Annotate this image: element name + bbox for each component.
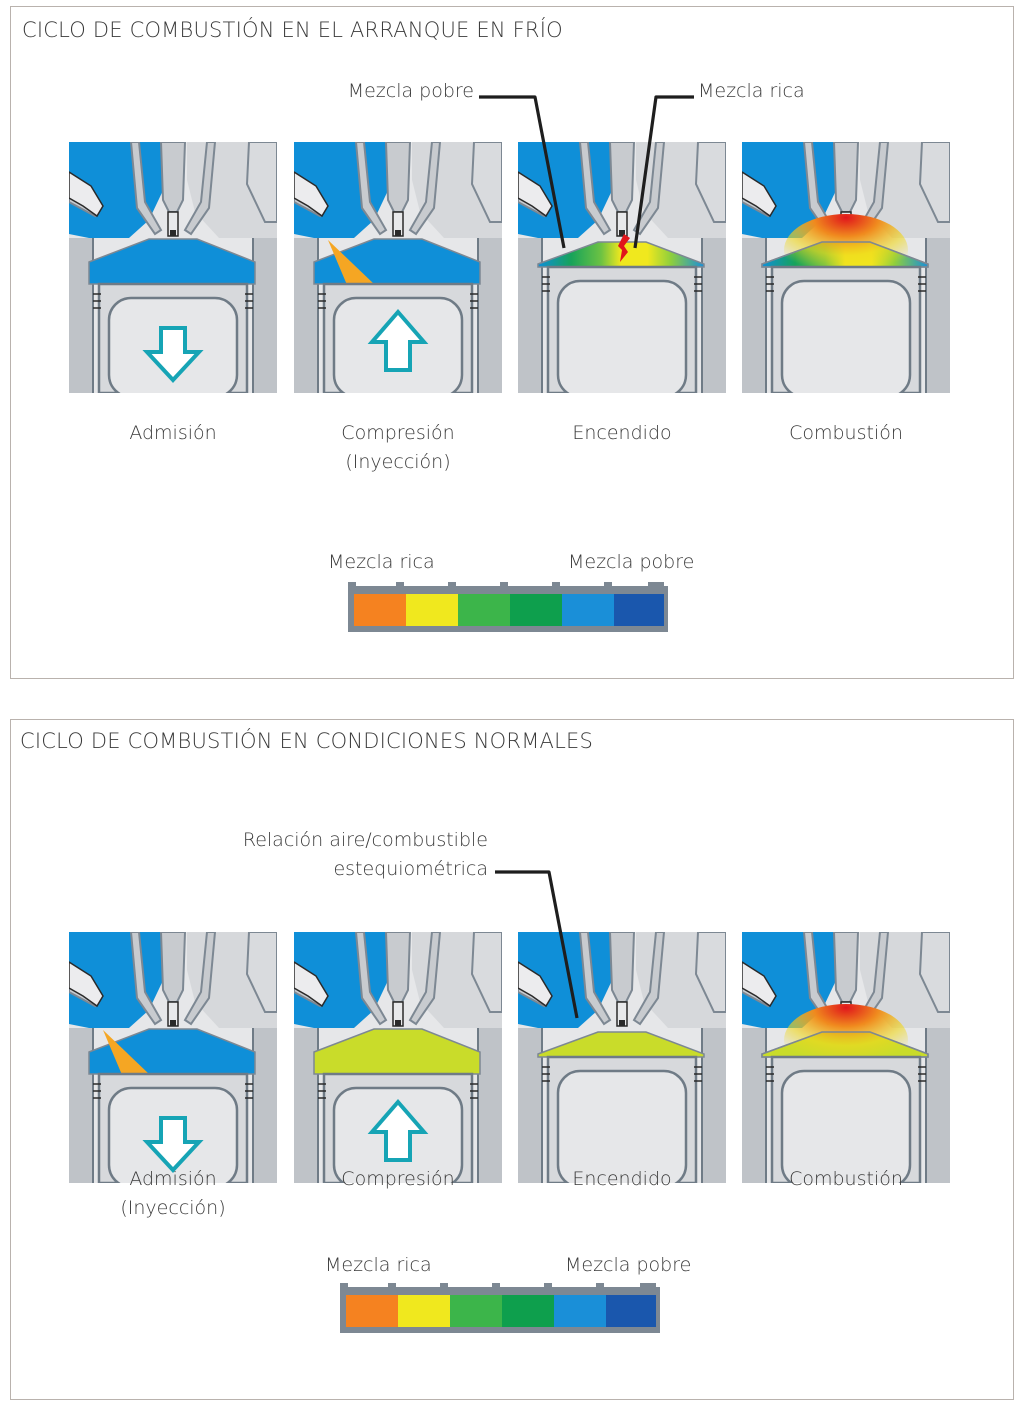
caption-combustion: Combustión [789,1168,903,1190]
scale-tick [500,582,508,590]
caption-compression: Compresión [341,1168,455,1190]
cylinder-wall-left [518,238,542,393]
scale-swatch [502,1295,554,1327]
stage-combustion [742,142,950,393]
stage-compression [294,142,502,393]
spark [618,234,630,262]
scale-right-label: Mezcla pobre [565,1254,692,1276]
cylinder-wall-left [518,1028,542,1183]
injector [69,961,104,1008]
injector [742,171,777,218]
scale-swatch [450,1295,502,1327]
arrow-up-icon [367,1098,429,1162]
callout-rich-mixture: Mezcla rica [698,80,805,102]
fuel-spray [103,1030,149,1082]
injector [294,961,329,1008]
stage-compression [294,932,502,1183]
cylinder-wall-right [702,238,726,393]
caption-intake: Admisión [129,422,217,444]
scale-tick [656,582,664,590]
injector [294,171,329,218]
scale-tick [348,582,356,590]
cylinder-wall-right [702,1028,726,1183]
scale-swatch [606,1295,656,1327]
scale-swatch [406,594,458,626]
mixture-scale [340,1283,660,1337]
cylinder-wall-right [478,1028,502,1183]
cylinder-wall-right [926,1028,950,1183]
caption-intake: Admisión (Inyección) [120,1168,226,1219]
caption-ignition: Encendido [572,422,672,444]
panel-title: CICLO DE COMBUSTIÓN EN CONDICIONES NORMA… [20,729,593,753]
scale-swatch [614,594,664,626]
callout-stoichiometric: Relación aire/combustible estequiométric… [242,829,488,880]
scale-swatch [354,594,406,626]
scale-tick [440,1283,448,1291]
scale-swatch [398,1295,450,1327]
scale-tick [596,1283,604,1291]
scale-tick [544,1283,552,1291]
callout-lean-mixture: Mezcla pobre [347,80,474,102]
cylinder-wall-left [742,238,766,393]
injector [69,171,104,218]
caption-compression: Compresión (Inyección) [341,422,455,473]
scale-tick [492,1283,500,1291]
fuel-spray [328,240,374,292]
stage-ignition [518,142,726,393]
scale-tick [388,1283,396,1291]
mixture-scale [348,582,668,636]
scale-tick [648,1283,656,1291]
scale-swatch [562,594,614,626]
stage-ignition [518,932,726,1183]
cylinder-wall-left [742,1028,766,1183]
cylinder-wall-right [478,238,502,393]
scale-swatch [554,1295,606,1327]
cylinder-wall-right [253,1028,277,1183]
scale-left-label: Mezcla rica [328,551,435,573]
scale-tick [340,1283,348,1291]
scale-swatch [510,594,562,626]
arrow-down-icon [142,1116,204,1173]
scale-tick [604,582,612,590]
arrow-up-icon [367,308,429,372]
scale-right-label: Mezcla pobre [568,551,695,573]
scale-swatch [346,1295,398,1327]
panel-title: CICLO DE COMBUSTIÓN EN EL ARRANQUE EN FR… [22,18,563,42]
scale-left-label: Mezcla rica [325,1254,432,1276]
cylinder-wall-right [253,238,277,393]
stage-intake [69,932,277,1183]
stage-intake [69,142,277,393]
scale-tick [552,582,560,590]
scale-tick [448,582,456,590]
arrow-down-icon [142,326,204,383]
scale-swatch [458,594,510,626]
stage-combustion [742,932,950,1183]
caption-combustion: Combustión [789,422,903,444]
injector [742,961,777,1008]
scale-tick [396,582,404,590]
caption-ignition: Encendido [572,1168,672,1190]
cylinder-wall-right [926,238,950,393]
